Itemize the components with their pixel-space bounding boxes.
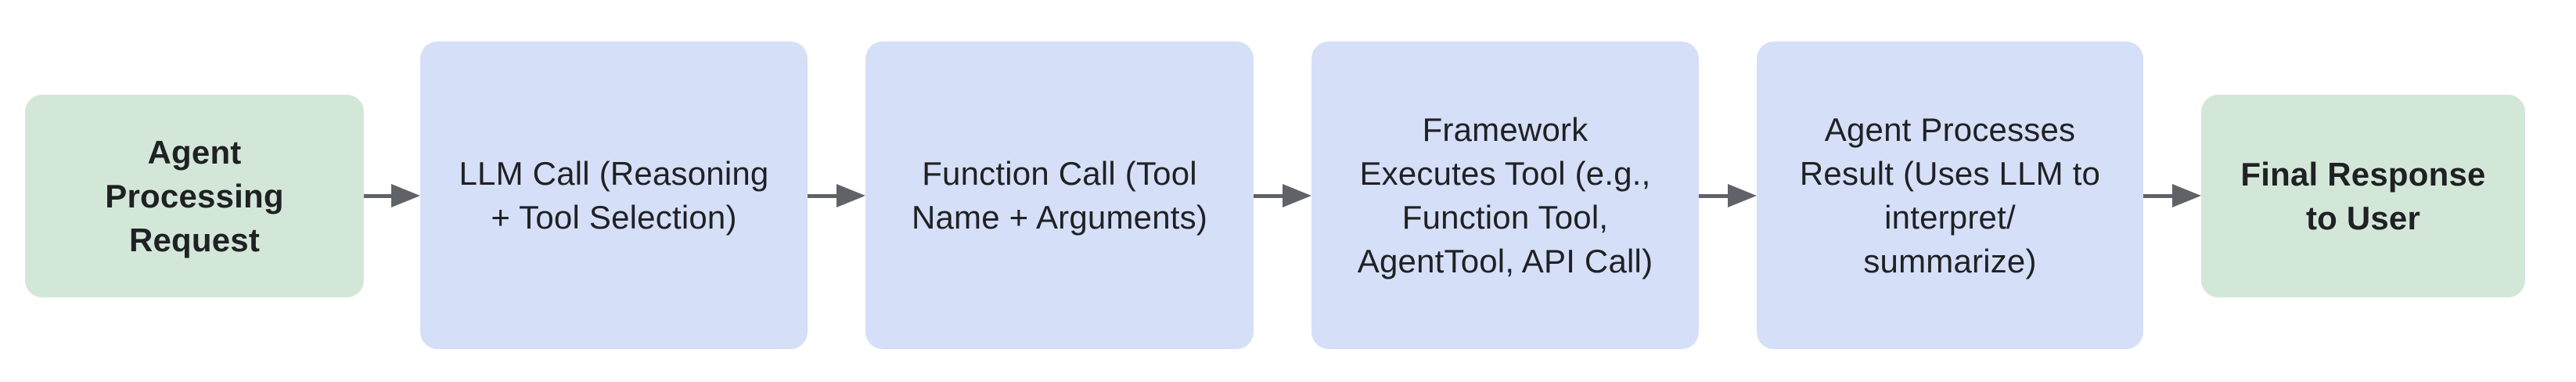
arrow-shaft — [1699, 193, 1728, 198]
node-final-response-to-user-label: Final Response to User — [2240, 155, 2486, 236]
node-llm-call: LLM Call (Reasoning + Tool Selection) — [420, 41, 808, 349]
node-framework-executes-tool: Framework Executes Tool (e.g., Function … — [1311, 41, 1699, 349]
flow-arrow-5 — [2143, 184, 2201, 207]
node-agent-processes-result-label: Agent Processes Result (Uses LLM to inte… — [1799, 110, 2101, 279]
node-agent-processing-request-label: Agent Processing Request — [105, 133, 284, 258]
arrowhead-icon — [2172, 184, 2201, 207]
arrowhead-icon — [836, 184, 865, 207]
arrowhead-icon — [1283, 184, 1311, 207]
arrowhead-icon — [391, 184, 420, 207]
node-function-call: Function Call (Tool Name + Arguments) — [865, 41, 1254, 349]
node-agent-processing-request: Agent Processing Request — [25, 95, 364, 297]
flow-arrow-2 — [808, 184, 865, 207]
node-llm-call-label: LLM Call (Reasoning + Tool Selection) — [459, 154, 769, 236]
arrow-shaft — [808, 193, 836, 198]
arrow-shaft — [1254, 193, 1283, 198]
node-function-call-label: Function Call (Tool Name + Arguments) — [911, 154, 1208, 236]
arrow-shaft — [2143, 193, 2172, 198]
arrow-shaft — [364, 193, 391, 198]
node-agent-processes-result: Agent Processes Result (Uses LLM to inte… — [1757, 41, 2143, 349]
node-framework-executes-tool-label: Framework Executes Tool (e.g., Function … — [1357, 110, 1653, 279]
flow-arrow-4 — [1699, 184, 1757, 207]
node-final-response-to-user: Final Response to User — [2201, 95, 2525, 297]
flow-arrow-3 — [1254, 184, 1311, 207]
flow-arrow-1 — [364, 184, 420, 207]
arrowhead-icon — [1728, 184, 1757, 207]
